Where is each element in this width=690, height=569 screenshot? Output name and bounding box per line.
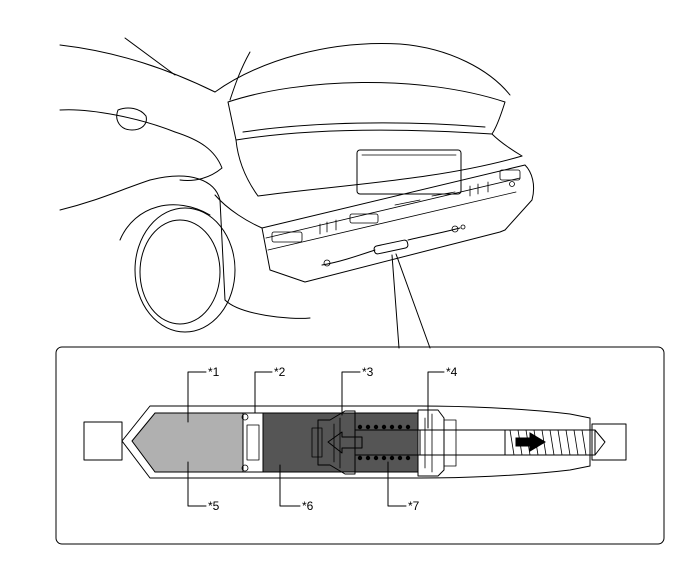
piston bbox=[311, 410, 356, 475]
cross-section bbox=[83, 405, 627, 479]
outer-housing bbox=[121, 405, 591, 479]
detail-panel bbox=[55, 346, 665, 545]
callout-1: *1 bbox=[208, 365, 220, 379]
right-cable bbox=[591, 423, 627, 461]
chamber-dark bbox=[262, 412, 419, 473]
callout-4: *4 bbox=[446, 365, 458, 379]
callout-labels: *1 *2 *3 *4 *5 *6 *7 bbox=[208, 365, 458, 513]
car-rear-illustration bbox=[59, 37, 535, 349]
callout-2: *2 bbox=[274, 365, 286, 379]
callout-5: *5 bbox=[208, 499, 220, 513]
spring bbox=[357, 424, 411, 461]
extend-arrow bbox=[515, 432, 546, 452]
retract-arrow bbox=[327, 431, 363, 454]
seal bbox=[242, 412, 264, 473]
left-cable bbox=[83, 421, 123, 461]
callout-leaders bbox=[187, 371, 445, 507]
callout-3: *3 bbox=[362, 365, 374, 379]
callout-6: *6 bbox=[302, 499, 314, 513]
callout-7: *7 bbox=[408, 499, 420, 513]
